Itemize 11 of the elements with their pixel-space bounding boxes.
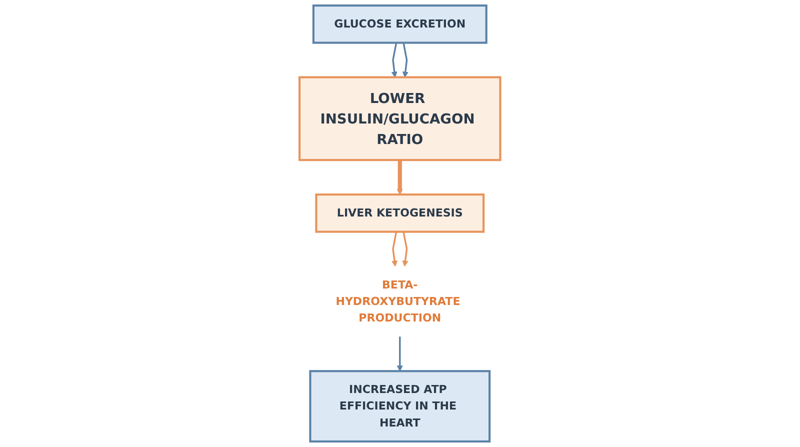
arrow — [392, 232, 398, 267]
arrow — [396, 336, 404, 372]
arrow — [402, 42, 409, 78]
node-box: LOWER INSULIN/GLUCAGON RATIO — [298, 76, 502, 162]
node-text: BETA-HYDROXYBUTYRATE PRODUCTION — [336, 278, 460, 324]
arrow — [402, 232, 408, 267]
arrow — [391, 42, 398, 78]
node-box: INCREASED ATP EFFICIENCY IN THE HEART — [309, 370, 491, 442]
node-box: LIVER KETOGENESIS — [315, 193, 485, 233]
arrow — [396, 160, 404, 195]
node-box: GLUCOSE EXCRETION — [312, 4, 488, 44]
